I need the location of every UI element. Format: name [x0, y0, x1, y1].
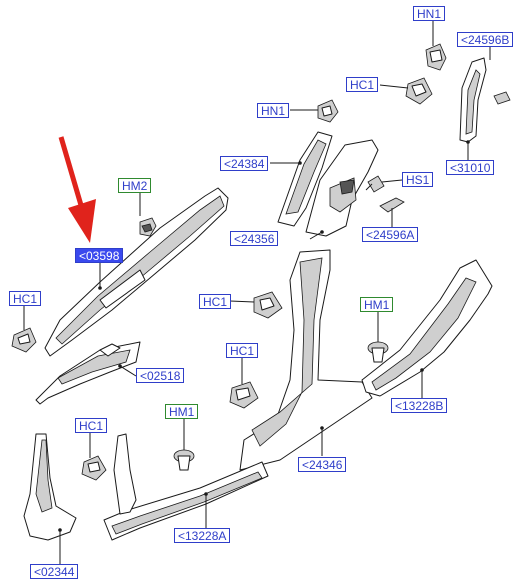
callout-03598[interactable]: <03598 [75, 248, 124, 263]
callout-hs1[interactable]: HS1 [402, 172, 434, 187]
hc1-clip-center2-part[interactable] [229, 381, 259, 409]
callout-hm1-center[interactable]: HM1 [165, 404, 199, 419]
kick-panel-part[interactable] [23, 433, 77, 541]
callout-24346[interactable]: <24346 [298, 457, 347, 472]
a-pillar-trim-part[interactable] [44, 187, 229, 357]
callout-13228a[interactable]: <13228A [174, 528, 231, 543]
hc1-clip-bottom-part[interactable] [81, 455, 107, 481]
rear-sill-trim-part[interactable] [361, 259, 493, 397]
callout-02518[interactable]: <02518 [136, 368, 185, 383]
callout-24356[interactable]: <24356 [230, 231, 279, 246]
front-sill-trim-part[interactable] [103, 433, 269, 541]
callout-02344[interactable]: <02344 [30, 564, 79, 579]
a-pillar-lower-trim-part[interactable] [35, 341, 141, 405]
clip-24596a-part[interactable] [379, 197, 405, 213]
hs1-screw-part[interactable] [365, 175, 385, 193]
hc1-clip-top-part[interactable] [405, 77, 433, 105]
red-arrow-icon [58, 136, 96, 243]
b-pillar-upper-trim-part[interactable] [277, 131, 379, 237]
clip-24596b-part[interactable] [493, 91, 511, 105]
leader-lines [23, 21, 491, 564]
rear-pillar-trim-part[interactable] [459, 57, 487, 143]
hm1-pin-right-part[interactable] [367, 341, 389, 363]
hm1-pin-center-part[interactable] [173, 449, 195, 471]
b-pillar-lower-trim-part[interactable] [239, 249, 373, 471]
callout-hc1-center2[interactable]: HC1 [226, 343, 259, 358]
hc1-clip-center-part[interactable] [253, 291, 283, 319]
callout-hn1-top[interactable]: HN1 [413, 6, 446, 21]
hc1-clip-left-part[interactable] [11, 327, 37, 353]
callout-13228b[interactable]: <13228B [391, 398, 448, 413]
callout-hn1-mid[interactable]: HN1 [257, 103, 290, 118]
callout-hm2[interactable]: HM2 [118, 178, 152, 193]
callout-24384[interactable]: <24384 [220, 156, 269, 171]
callout-24596b[interactable]: <24596B [457, 32, 514, 47]
callout-hc1-bottom[interactable]: HC1 [75, 418, 108, 433]
callout-hc1-center[interactable]: HC1 [199, 294, 232, 309]
callout-24596a[interactable]: <24596A [362, 227, 419, 242]
hn1-clip-top-part[interactable] [425, 43, 447, 71]
hm2-clip-part[interactable] [139, 217, 157, 237]
hn1-clip-mid-part[interactable] [317, 99, 339, 123]
callout-hc1-left[interactable]: HC1 [9, 291, 42, 306]
callout-hc1-top[interactable]: HC1 [346, 77, 379, 92]
callout-hm1-right[interactable]: HM1 [360, 297, 394, 312]
callout-31010[interactable]: <31010 [446, 160, 495, 175]
